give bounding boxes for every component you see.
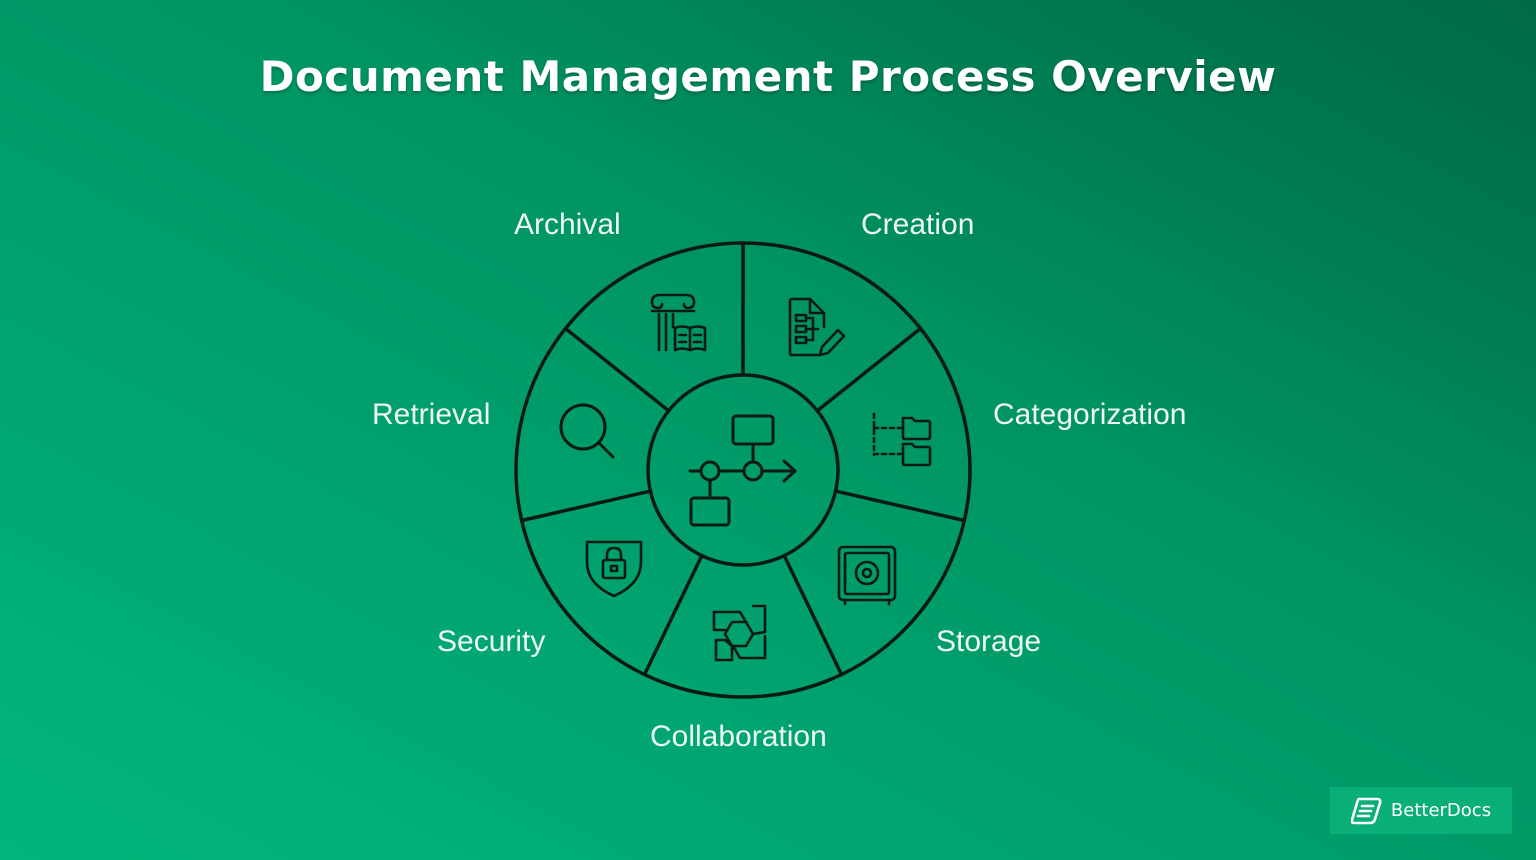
- process-flow-icon: [688, 414, 797, 527]
- safe-icon: [837, 545, 897, 606]
- segment-label-retrieval: Retrieval: [372, 398, 491, 431]
- segment-label-creation: Creation: [861, 208, 975, 241]
- search-icon: [559, 403, 615, 459]
- betterdocs-logo-icon: [1350, 797, 1382, 824]
- segment-dividers: [519, 241, 967, 677]
- document-edit-icon: [788, 297, 846, 357]
- joined-hands-icon: [712, 604, 767, 662]
- segment-label-categorization: Categorization: [993, 398, 1187, 431]
- segment-label-storage: Storage: [936, 625, 1042, 658]
- page-title: Document Management Process Overview: [259, 52, 1277, 101]
- brand-name: BetterDocs: [1390, 800, 1492, 821]
- segment-label-archival: Archival: [514, 208, 621, 241]
- folder-tree-icon: [872, 412, 932, 467]
- segment-label-collaboration: Collaboration: [650, 720, 827, 753]
- shield-lock-icon: [585, 540, 643, 598]
- archive-column-book-icon: [650, 293, 707, 352]
- brand-badge: BetterDocs: [1330, 787, 1512, 834]
- segment-label-security: Security: [437, 625, 546, 658]
